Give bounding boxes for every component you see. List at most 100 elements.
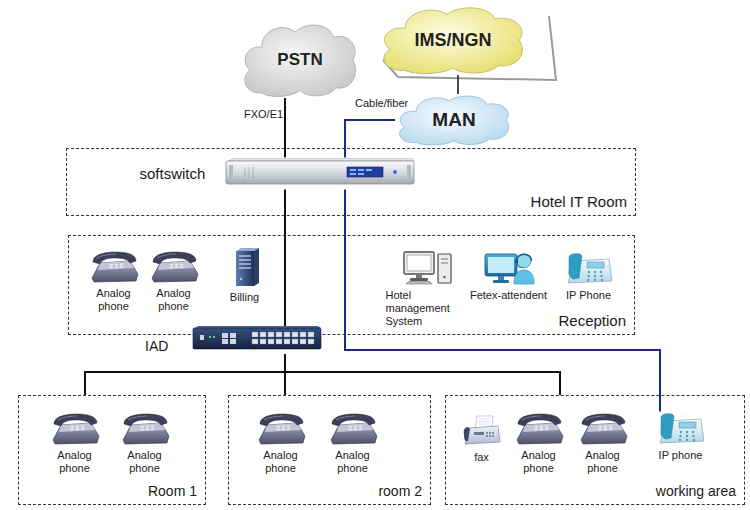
iad-device (192, 326, 322, 350)
pstn-cloud: PSTN (240, 22, 360, 98)
analog-phone-icon (49, 412, 101, 446)
graphic-part (599, 426, 602, 428)
graphic-part (248, 167, 249, 178)
graphic-part (276, 332, 282, 337)
graphic-part (604, 425, 607, 427)
computer-icon (402, 250, 454, 286)
graphic-part (282, 425, 285, 427)
phone-node: Analog phone (322, 412, 384, 490)
graphic-part (438, 254, 451, 283)
graphic-part (337, 423, 373, 432)
phone-node: IP phone (648, 412, 714, 474)
graphic-part (353, 428, 356, 430)
graphic-part (254, 248, 259, 286)
phone-node: Analog phone (145, 250, 203, 324)
graphic-part (300, 332, 306, 337)
graphic-part (70, 428, 73, 430)
graphic-part (76, 425, 79, 427)
group-label: Hotel IT Room (531, 193, 627, 210)
graphic-part (265, 423, 301, 432)
graphic-part (70, 425, 84, 430)
graphic-part (679, 422, 696, 428)
graphic-part (443, 275, 446, 278)
graphic-part (518, 414, 561, 426)
softswitch-device (225, 158, 415, 186)
graphic-part (239, 255, 251, 256)
device-caption: Analog phone (331, 449, 375, 475)
graphic-part (586, 416, 605, 420)
graphic-part (407, 255, 431, 271)
graphic-part (239, 277, 242, 280)
graphic-part (587, 270, 589, 272)
phone-node: Analog phone (250, 412, 312, 490)
console-node: Fetex-attendent (466, 246, 552, 310)
graphic-part (600, 278, 602, 280)
graphic-part (239, 267, 251, 268)
graphic-part (244, 167, 245, 178)
graphic-part (485, 254, 517, 276)
graphic-part (213, 336, 215, 338)
room-group: Room 1Analog phoneAnalog phone (18, 395, 206, 505)
graphic-part (489, 432, 491, 434)
cloud-label: PSTN (277, 50, 322, 70)
graphic-part (115, 263, 118, 265)
analog-phone-icon (255, 412, 307, 446)
softswitch-node: softswitch (140, 158, 417, 190)
graphic-part (284, 332, 290, 337)
graphic-part (493, 280, 509, 283)
server-node: Billing (220, 248, 270, 310)
graphic-part (535, 426, 538, 428)
graphic-part (268, 339, 274, 344)
graphic-part (685, 434, 687, 436)
graphic-part (603, 428, 606, 430)
graphic-part (245, 167, 253, 178)
graphic-part (120, 266, 123, 268)
graphic-part (691, 430, 693, 432)
graphic-part (685, 438, 687, 440)
computer-node: Hotel management System (386, 250, 470, 334)
device-caption: fax (474, 451, 489, 464)
graphic-part (175, 263, 178, 265)
graphic-part (92, 261, 138, 282)
graphic-part (157, 254, 176, 258)
cloud-label: MAN (432, 109, 475, 131)
graphic-part (678, 430, 694, 440)
graphic-part (332, 414, 375, 426)
graphic-part (517, 254, 531, 268)
graphic-part (71, 426, 74, 428)
graphic-part (478, 421, 489, 422)
graphic-part (264, 416, 283, 420)
graphic-part (180, 263, 183, 265)
graphic-part (81, 428, 84, 430)
graphic-part (488, 257, 514, 273)
graphic-part (170, 264, 173, 266)
graphic-part (308, 339, 314, 344)
graphic-part (587, 262, 604, 268)
graphic-part (347, 167, 383, 177)
graphic-part (120, 263, 123, 265)
graphic-part (598, 428, 601, 430)
graphic-part (679, 430, 681, 432)
graphic-part (492, 432, 494, 434)
graphic-part (593, 270, 595, 272)
graphic-part (582, 414, 625, 426)
device-caption: Analog phone (517, 449, 561, 475)
graphic-part (193, 328, 321, 349)
graphic-part (292, 339, 298, 344)
group-label: working area (656, 483, 736, 499)
graphic-part (515, 259, 518, 264)
room-group: Hotel IT Room softswitch (66, 148, 636, 216)
graphic-part (393, 170, 397, 174)
device-caption: Analog phone (92, 287, 136, 313)
graphic-part (416, 274, 422, 278)
graphic-part (678, 438, 680, 440)
graphic-part (593, 274, 595, 276)
graphic-part (287, 428, 290, 430)
graphic-part (478, 423, 490, 424)
graphic-part (174, 266, 177, 268)
connector-line (345, 190, 660, 412)
graphic-part (151, 425, 154, 427)
graphic-part (359, 428, 362, 430)
